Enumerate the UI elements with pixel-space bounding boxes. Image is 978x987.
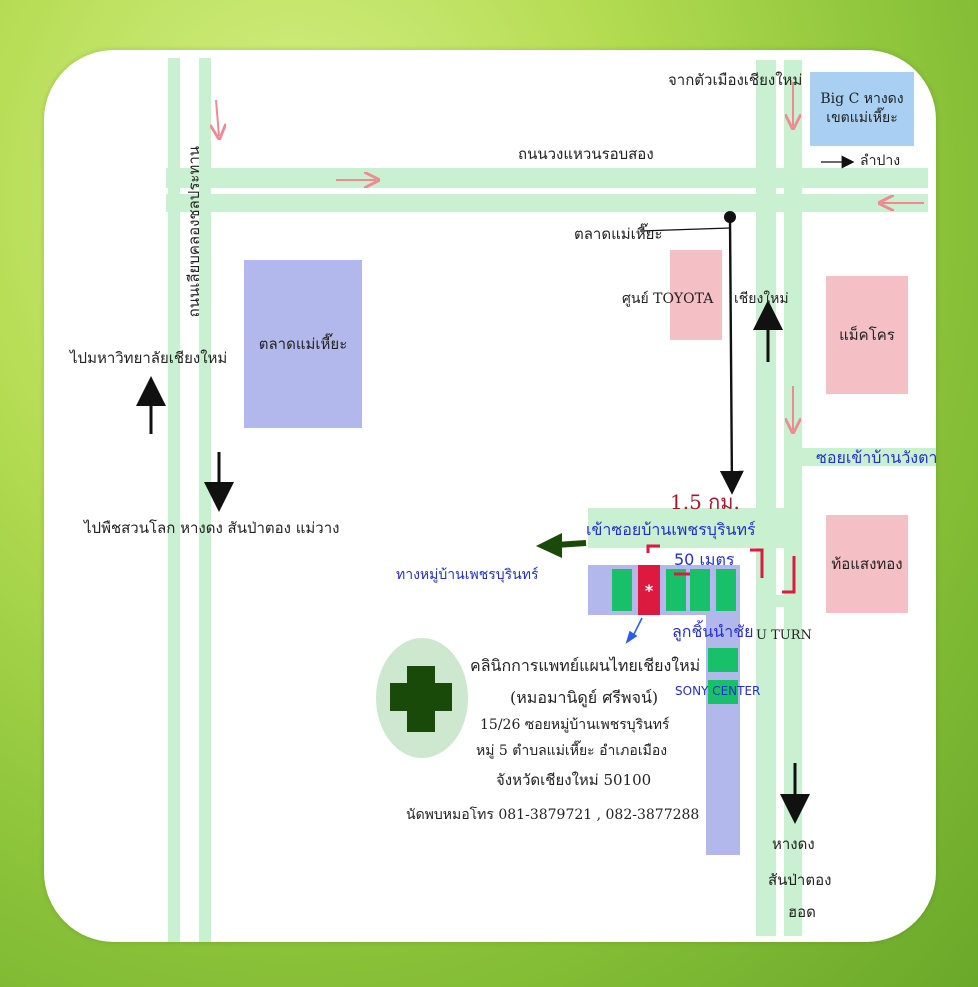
shop-4	[716, 569, 736, 611]
village-way-label: ทางหมู่บ้านเพชรบุรินทร์	[396, 567, 539, 583]
ring-road-lower-lane	[166, 194, 928, 212]
toyota-block	[670, 250, 722, 340]
distance-label: 1.5 กม.	[670, 490, 740, 514]
bigc-label-1: Big C หางดง	[820, 91, 904, 107]
tosaengthong-block: ท้อแสงทอง	[826, 515, 908, 613]
makro-block: แม็คโคร	[826, 276, 908, 394]
tosaengthong-label: ท้อแสงทอง	[831, 555, 903, 573]
canal-road-label: ถนนเลียบคลองชลประทาน	[185, 146, 203, 318]
roadside-shop-1	[708, 648, 738, 672]
from-city-label: จากตัวเมืองเชียงใหม่	[668, 71, 803, 89]
map-arrows	[136, 82, 924, 824]
ring-road-upper-lane	[166, 168, 928, 188]
cross-icon-horizontal	[390, 683, 452, 711]
main-road-right-lane	[784, 60, 802, 936]
clinic-address-1: 15/26 ซอยหมู่บ้านเพชรบุรินทร์	[480, 717, 670, 733]
chiang-mai-label: เชียงใหม่	[734, 291, 789, 307]
clinic-phone: นัดพบหมอโทร 081-3879721 , 082-3877288	[406, 807, 700, 823]
soi-phetburin-road	[588, 508, 800, 548]
to-south-label: ไปพืชสวนโลก หางดง สันป่าตอง แม่วาง	[84, 519, 340, 537]
makro-label: แม็คโคร	[839, 326, 895, 344]
soi-wang-tan-road	[802, 448, 936, 466]
roadside-shop-2	[708, 680, 738, 704]
market-pointer-label: ตลาดแม่เหี๊ยะ	[574, 225, 663, 243]
lampang-label: ลำปาง	[860, 153, 901, 169]
bottom-dest-3: ฮอด	[788, 903, 816, 921]
shop-3	[690, 569, 710, 611]
toyota-label: ศูนย์ TOYOTA	[622, 291, 714, 307]
meters-label: 50 เมตร	[674, 550, 735, 569]
blue-pointer-arrow	[625, 617, 643, 644]
bottom-dest-2: สันป่าตอง	[768, 871, 832, 889]
market-pin-icon	[724, 211, 736, 223]
u-turn-connector	[756, 595, 802, 607]
sony-center-label: SONY CENTER	[675, 684, 761, 698]
soi-wang-tan-label: ซอยเข้าบ้านวังตาล	[816, 448, 936, 467]
canal-road-left-lane	[168, 58, 180, 942]
black-direction-arrows	[136, 155, 855, 824]
u-turn-label: U TURN	[756, 628, 812, 643]
shop-2	[666, 569, 686, 611]
green-left-arrow	[536, 533, 587, 558]
clinic-name: คลินิกการแพทย์แผนไทยเชียงใหม่	[470, 656, 701, 675]
red-u-turn-arrows	[646, 544, 796, 594]
clinic-doctor: (หมอมานิดูย์ ศรีพจน์)	[510, 688, 659, 707]
clinic-building: *	[638, 565, 660, 615]
clinic-marker: *	[644, 580, 654, 600]
enter-soi-label: เข้าซอยบ้านเพชรบุรินทร์	[586, 520, 756, 539]
market-block-label: ตลาดแม่เหี๊ยะ	[258, 335, 348, 353]
ring-road-label: ถนนวงแหวนรอบสอง	[518, 145, 654, 163]
map-card: Big C หางดง เขตแม่เหี๊ยะ ตลาดแม่เหี๊ยะ แ…	[44, 50, 936, 942]
to-university-label: ไปมหาวิทยาลัยเชียงใหม่	[70, 349, 228, 367]
main-road-left-lane	[756, 60, 776, 936]
bottom-dest-1: หางดง	[772, 835, 815, 853]
shop-1	[612, 569, 632, 611]
luk-chin-label: ลูกชิ้นนำชัย	[672, 622, 754, 641]
pink-traffic-arrows	[216, 82, 924, 430]
clinic-address-3: จังหวัดเชียงใหม่ 50100	[496, 771, 652, 789]
bigc-block: Big C หางดง เขตแม่เหี๊ยะ	[810, 72, 914, 146]
bigc-label-2: เขตแม่เหี๊ยะ	[826, 110, 898, 126]
clinic-address-2: หมู่ 5 ตำบลแม่เหี๊ยะ อำเภอเมือง	[476, 743, 668, 759]
market-block: ตลาดแม่เหี๊ยะ	[244, 260, 362, 428]
